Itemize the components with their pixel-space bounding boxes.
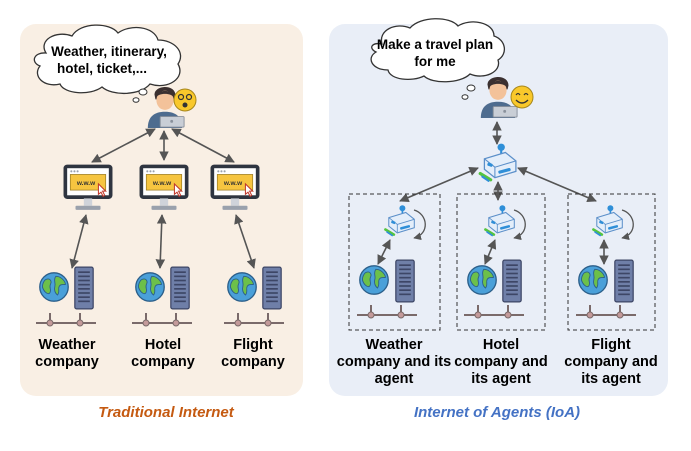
flight-agent-box	[567, 193, 656, 331]
left-thought-cloud: Weather, itinerary, hotel, ticket,...	[33, 24, 182, 103]
site-label: w.w.w	[223, 180, 243, 187]
right-thought-cloud: Make a travel plan for me	[370, 18, 505, 100]
right-weather-group	[357, 204, 426, 319]
smiling-face-emoji-icon	[510, 85, 534, 109]
right-company-hotel-line-3: its agent	[471, 371, 531, 387]
right-company-weather-line-2: company and its	[337, 354, 451, 370]
globe-icon	[39, 272, 69, 302]
server-rack-icon	[262, 266, 282, 310]
left-panel-caption: Traditional Internet	[98, 404, 235, 421]
server-rack-icon	[502, 259, 522, 303]
server-rack-icon	[74, 266, 94, 310]
left-monitor-flight: w.w.w	[210, 164, 260, 211]
right-company-flight-line-2: company and	[564, 354, 657, 370]
server-rack-icon	[395, 259, 415, 303]
globe-icon	[467, 265, 497, 295]
hotel-agent-box	[456, 193, 546, 331]
right-company-weather-line-1: Weather	[366, 337, 423, 353]
left-company-flight-line-2: company	[221, 354, 285, 370]
left-company-weather-line-1: Weather	[39, 337, 96, 353]
right-company-hotel-line-2: company and	[454, 354, 547, 370]
globe-icon	[578, 265, 608, 295]
right-hotel-group	[464, 204, 526, 319]
right-panel-background	[329, 24, 668, 396]
dizzy-face-emoji-icon	[173, 88, 197, 112]
right-thought-line-1: Make a travel plan	[377, 37, 493, 52]
left-thought-line-2: hotel, ticket,...	[57, 61, 147, 76]
traditional-internet-panel: Weather, itinerary, hotel, ticket,... w.…	[20, 24, 303, 421]
company-agent-boxes	[348, 193, 656, 331]
right-flight-group	[576, 204, 636, 319]
globe-icon	[135, 272, 165, 302]
left-monitor-weather: w.w.w	[63, 164, 113, 211]
left-thought-line-1: Weather, itinerary,	[51, 44, 167, 59]
right-company-hotel-line-1: Hotel	[483, 337, 519, 353]
site-label: w.w.w	[76, 180, 96, 187]
globe-icon	[359, 265, 389, 295]
right-company-weather-line-3: agent	[375, 371, 414, 387]
left-company-weather-line-2: company	[35, 354, 99, 370]
left-company-hotel-line-1: Hotel	[145, 337, 181, 353]
right-company-flight-line-3: its agent	[581, 371, 641, 387]
server-rack-icon	[614, 259, 634, 303]
left-company-flight-line-1: Flight	[233, 337, 273, 353]
right-thought-line-2: for me	[414, 54, 456, 69]
internet-of-agents-panel: Make a travel plan for me	[329, 18, 668, 421]
right-company-flight-line-1: Flight	[591, 337, 631, 353]
right-panel-caption: Internet of Agents (IoA)	[414, 404, 580, 421]
left-monitor-hotel: w.w.w	[139, 164, 189, 211]
globe-icon	[227, 272, 257, 302]
weather-agent-box	[348, 193, 441, 331]
server-rack-icon	[170, 266, 190, 310]
left-company-arrows	[69, 214, 256, 269]
left-user-arrows	[91, 128, 235, 163]
site-label: w.w.w	[152, 180, 172, 187]
right-agent-arrows	[399, 166, 597, 203]
left-company-hotel-line-2: company	[131, 354, 195, 370]
